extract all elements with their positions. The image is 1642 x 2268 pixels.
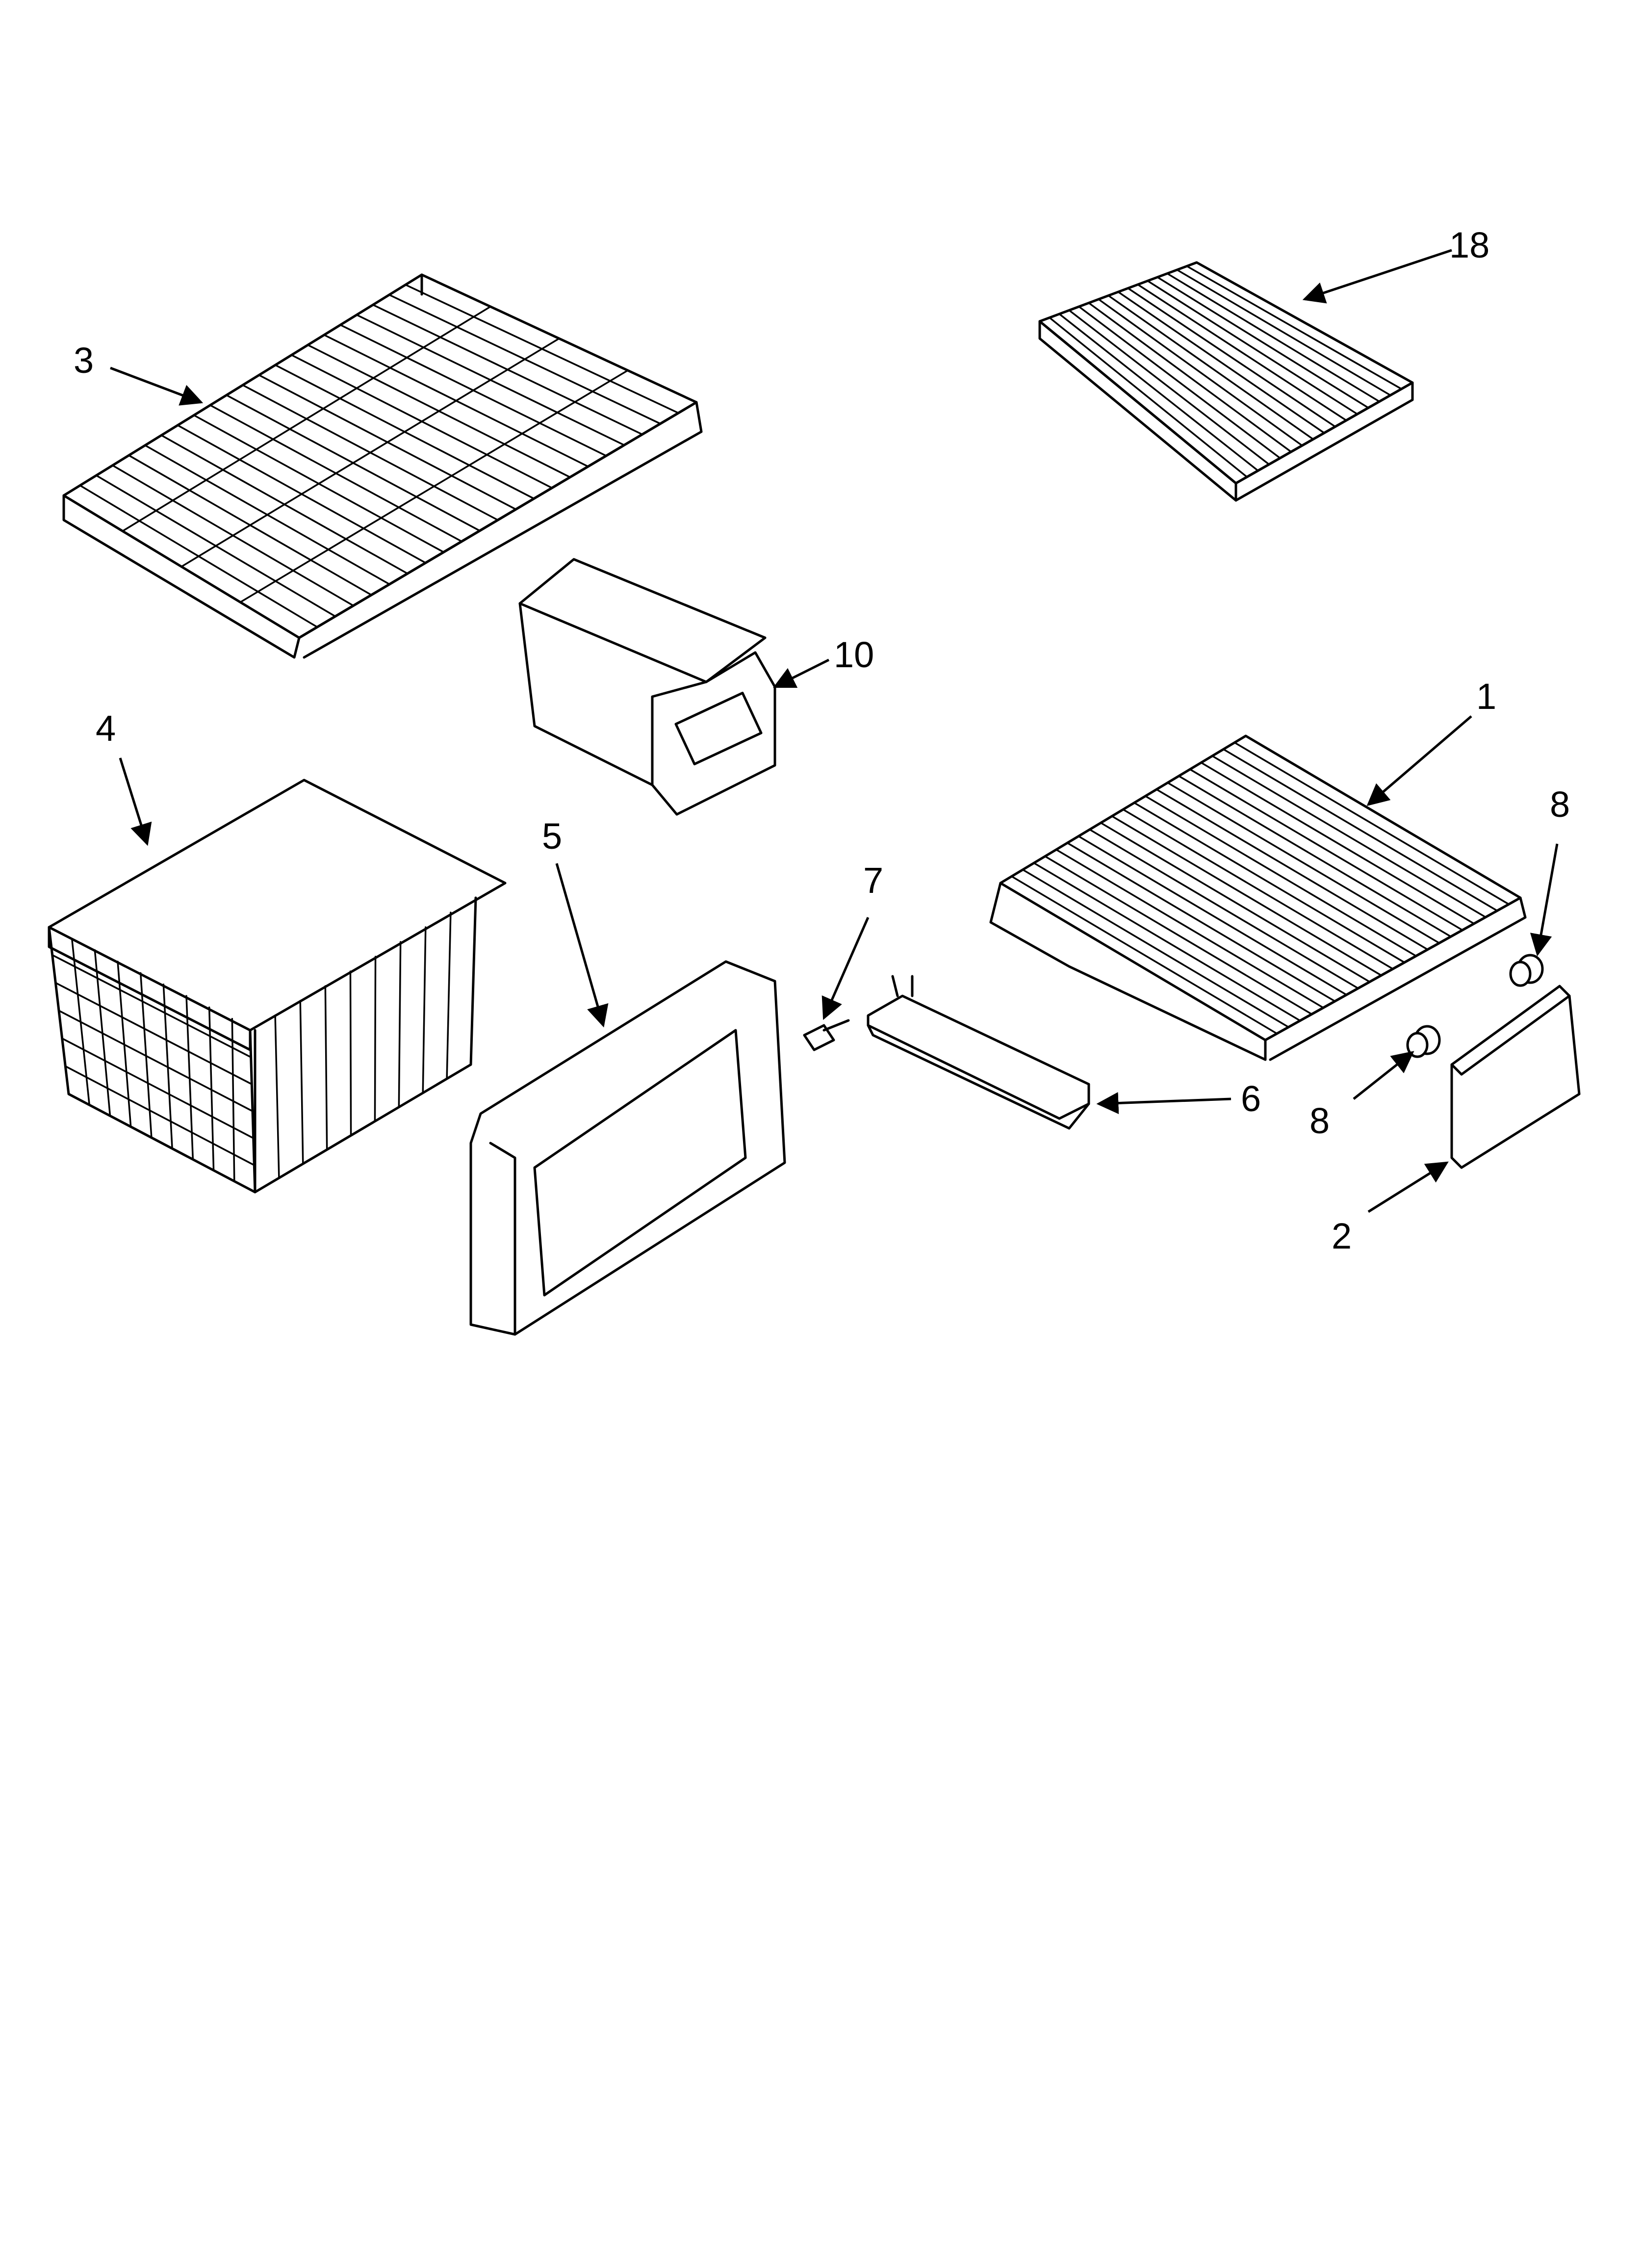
callout-10: 10 [834,634,874,675]
callout-8-lower: 8 [1309,1100,1330,1141]
callout-3: 3 [74,340,94,381]
callout-8-upper: 8 [1550,784,1570,825]
leader-lines [110,249,1559,1213]
callout-4: 4 [96,708,116,749]
wire-shelf-part-3 [62,273,703,659]
wire-shelf-part-18 [1038,261,1414,502]
callout-18: 18 [1449,225,1489,265]
spacer-part-8-lower [1406,1025,1441,1058]
callout-5: 5 [542,816,562,857]
callout-6: 6 [1241,1078,1261,1119]
callout-1: 1 [1476,676,1496,717]
wire-basket-part-4 [48,779,507,1194]
bin-part-10 [518,558,776,816]
spacer-part-8-upper [1509,954,1544,987]
trim-cap-part-2 [1450,985,1581,1169]
drawer-front-part-5 [469,960,786,1336]
screw-part-7 [803,1019,850,1051]
callout-labels: 18 3 10 4 1 5 7 8 6 8 2 [74,225,1570,1256]
callout-7: 7 [863,860,883,901]
wire-shelf-part-1 [989,734,1527,1061]
rail-part-6 [867,975,1090,1130]
callout-2: 2 [1332,1216,1352,1256]
